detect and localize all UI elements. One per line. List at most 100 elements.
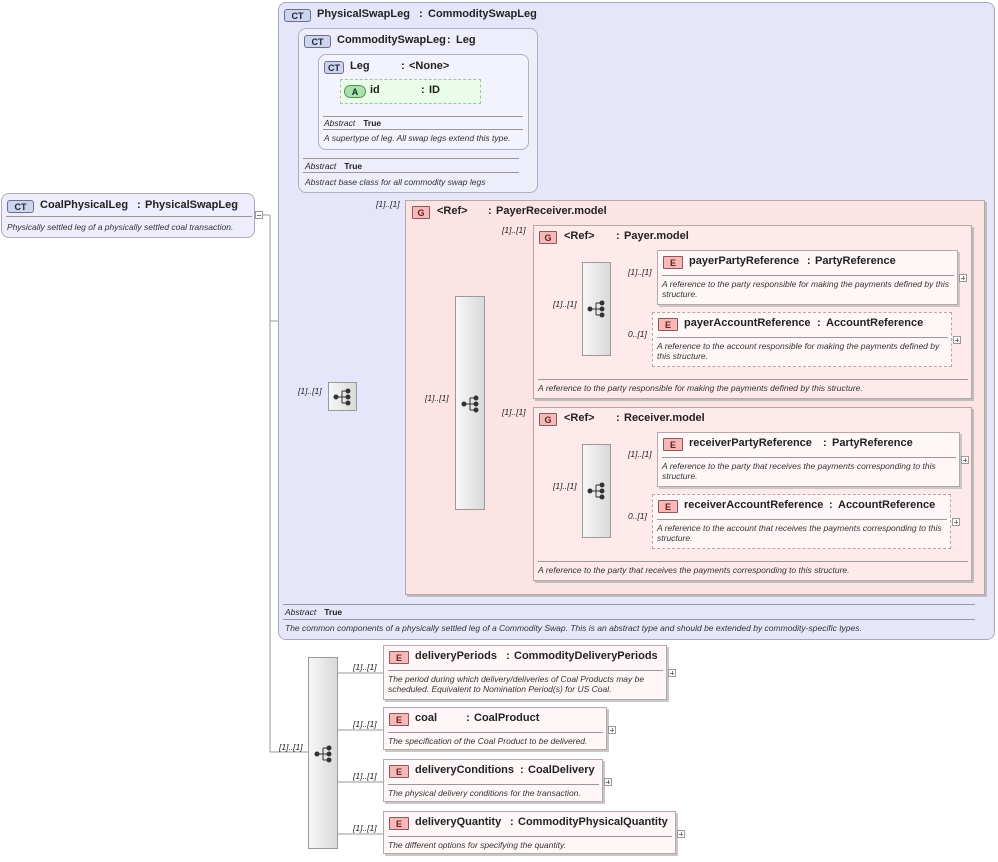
- divider: [657, 337, 948, 338]
- coal-physical-leg-node[interactable]: CT CoalPhysicalLeg : PhysicalSwapLeg Phy…: [1, 193, 255, 238]
- sequence-compositor[interactable]: [308, 657, 338, 849]
- divider: [323, 116, 523, 117]
- expand-toggle[interactable]: [604, 778, 612, 786]
- collapse-toggle[interactable]: [255, 211, 263, 219]
- abstract-label: Abstract: [285, 607, 317, 617]
- abstract-property: Abstract True: [285, 607, 342, 617]
- element-icon: E: [389, 817, 409, 830]
- element-receiver-account-reference[interactable]: E receiverAccountReference : AccountRefe…: [652, 494, 951, 549]
- element-type: CoalProduct: [474, 712, 540, 724]
- cardinality-label: [1]..[1]: [298, 386, 322, 396]
- cardinality-label: [1]..[1]: [502, 225, 526, 235]
- sequence-compositor[interactable]: [582, 262, 611, 356]
- divider: [323, 129, 523, 130]
- expand-toggle[interactable]: [608, 726, 616, 734]
- sequence-icon: [587, 482, 605, 500]
- element-type: CoalDelivery: [528, 764, 595, 776]
- element-payer-party-reference[interactable]: E payerPartyReference : PartyReference A…: [657, 250, 958, 305]
- element-icon: E: [658, 318, 678, 331]
- element-name: payerAccountReference: [684, 317, 811, 329]
- cardinality-label: [1]..[1]: [553, 481, 577, 491]
- abstract-value: True: [344, 161, 363, 171]
- node-type: <None>: [409, 60, 450, 72]
- sequence-compositor[interactable]: [328, 382, 357, 411]
- element-icon: E: [658, 500, 678, 513]
- element-delivery-conditions[interactable]: E deliveryConditions : CoalDelivery The …: [383, 759, 603, 802]
- type-separator: :: [520, 764, 524, 776]
- element-doc: The different options for specifying the…: [388, 840, 566, 850]
- element-doc: The period during which delivery/deliver…: [388, 674, 645, 694]
- element-coal[interactable]: E coal : CoalProduct The specification o…: [383, 707, 607, 750]
- expand-toggle[interactable]: [952, 518, 960, 526]
- type-separator: :: [616, 230, 620, 242]
- node-name: Leg: [350, 60, 370, 72]
- type-separator: :: [510, 816, 514, 828]
- type-separator: :: [823, 437, 827, 449]
- element-doc: A reference to the party responsible for…: [662, 279, 949, 299]
- cardinality-label: 0..[1]: [628, 511, 647, 521]
- divider: [657, 519, 947, 520]
- cardinality-label: [1]..[1]: [425, 393, 449, 403]
- sequence-icon: [461, 395, 479, 413]
- type-separator: :: [421, 84, 425, 96]
- divider: [662, 457, 956, 458]
- expand-toggle[interactable]: [961, 456, 969, 464]
- abstract-value: True: [363, 118, 382, 128]
- divider: [303, 158, 519, 159]
- element-payer-account-reference[interactable]: E payerAccountReference : AccountReferen…: [652, 312, 952, 367]
- node-name: CoalPhysicalLeg: [40, 199, 129, 211]
- complex-type-icon: CT: [7, 200, 34, 213]
- group-icon: G: [539, 413, 557, 426]
- divider: [283, 604, 975, 605]
- element-icon: E: [389, 713, 409, 726]
- attribute-type: ID: [429, 84, 440, 96]
- cardinality-label: [1]..[1]: [376, 199, 400, 209]
- element-doc: A reference to the party that receives t…: [662, 461, 936, 481]
- sequence-compositor[interactable]: [455, 296, 485, 510]
- cardinality-label: [1]..[1]: [628, 267, 652, 277]
- abstract-value: True: [324, 607, 343, 617]
- type-separator: :: [401, 60, 405, 72]
- type-separator: :: [419, 8, 423, 20]
- expand-toggle[interactable]: [953, 336, 961, 344]
- element-icon: E: [663, 438, 683, 451]
- element-doc: The specification of the Coal Product to…: [388, 736, 588, 746]
- node-type: Leg: [456, 34, 476, 46]
- type-separator: :: [447, 34, 451, 46]
- element-receiver-party-reference[interactable]: E receiverPartyReference : PartyReferenc…: [657, 432, 960, 487]
- element-type: PartyReference: [815, 255, 896, 267]
- element-type: AccountReference: [826, 317, 924, 329]
- node-name: PhysicalSwapLeg: [317, 8, 410, 20]
- group-icon: G: [539, 231, 557, 244]
- divider: [388, 670, 663, 671]
- node-doc: Physically settled leg of a physically s…: [7, 222, 234, 232]
- group-icon: G: [412, 206, 430, 219]
- group-type: Receiver.model: [624, 412, 705, 424]
- cardinality-label: [1]..[1]: [353, 771, 377, 781]
- sequence-icon: [333, 388, 351, 406]
- divider: [283, 619, 975, 620]
- element-doc: The physical delivery conditions for the…: [388, 788, 581, 798]
- expand-toggle[interactable]: [668, 669, 676, 677]
- node-doc: Abstract base class for all commodity sw…: [305, 177, 486, 187]
- element-doc: A reference to the account that receives…: [657, 523, 942, 543]
- expand-toggle[interactable]: [959, 274, 967, 282]
- type-separator: :: [137, 199, 141, 211]
- abstract-label: Abstract: [324, 118, 356, 128]
- element-delivery-quantity[interactable]: E deliveryQuantity : CommodityPhysicalQu…: [383, 811, 676, 854]
- cardinality-label: 0..[1]: [628, 329, 647, 339]
- cardinality-label: [1]..[1]: [279, 742, 303, 752]
- node-type: PhysicalSwapLeg: [145, 199, 238, 211]
- element-delivery-periods[interactable]: E deliveryPeriods : CommodityDeliveryPer…: [383, 645, 667, 700]
- element-name: receiverPartyReference: [689, 437, 812, 449]
- expand-toggle[interactable]: [677, 830, 685, 838]
- type-separator: :: [488, 205, 492, 217]
- element-icon: E: [389, 651, 409, 664]
- attribute-id[interactable]: A id : ID: [340, 79, 481, 104]
- type-separator: :: [807, 255, 811, 267]
- sequence-compositor[interactable]: [582, 444, 611, 538]
- element-type: CommodityPhysicalQuantity: [518, 816, 668, 828]
- node-doc: A supertype of leg. All swap legs extend…: [324, 133, 511, 143]
- divider: [538, 379, 968, 380]
- element-icon: E: [389, 765, 409, 778]
